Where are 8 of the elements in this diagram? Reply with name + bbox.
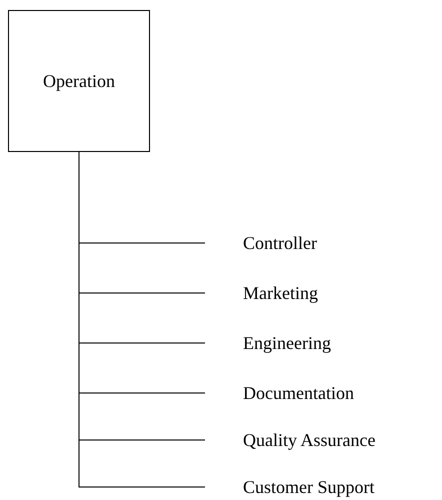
org-unit-box [8,10,150,152]
unit-name: Quality Assurance [243,430,376,450]
unit-name: Operation [43,70,115,92]
unit-name: Customer Support [243,476,375,498]
unit-name: Controller [243,232,317,254]
unit-name: Documentation [243,382,354,404]
unit-name: Engineering [243,332,331,354]
unit-name: Marketing [243,282,318,304]
